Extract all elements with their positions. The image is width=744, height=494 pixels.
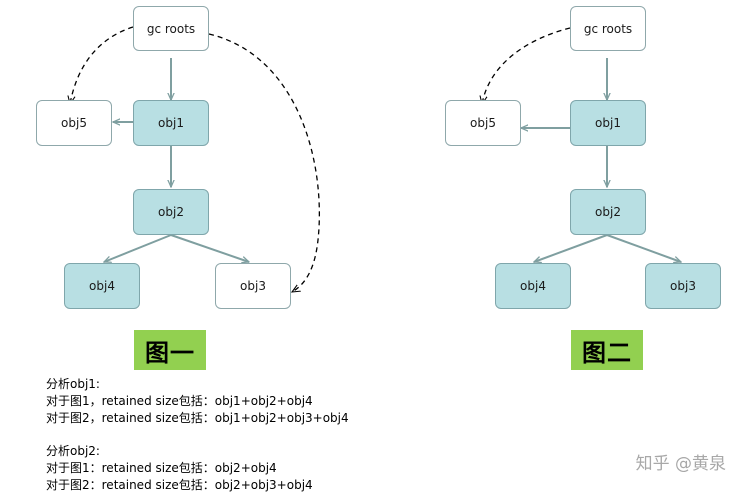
fig1-node-gc-roots: gc roots: [133, 6, 209, 51]
fig1-node-obj4: obj4: [64, 263, 140, 309]
watermark: 知乎 @黄泉: [635, 454, 726, 474]
node-label: obj1: [158, 116, 184, 130]
fig1-dashed-gcroots-obj3: [208, 33, 321, 292]
fig2-caption-text: 图二: [582, 337, 632, 367]
fig1-edge-obj2-obj4: [104, 234, 172, 263]
fig2-node-gc-roots: gc roots: [570, 6, 646, 51]
fig2-edge-obj2-obj4: [534, 234, 608, 262]
node-label: obj2: [595, 205, 621, 219]
analysis-obj1-heading: 分析obj1:: [46, 377, 100, 391]
node-label: gc roots: [146, 21, 196, 36]
fig1-caption-text: 图一: [145, 337, 195, 367]
node-label: gc roots: [583, 21, 633, 36]
fig2-node-obj2: obj2: [570, 189, 646, 235]
node-label: obj3: [670, 279, 696, 293]
analysis-obj2-heading: 分析obj2:: [46, 444, 100, 458]
node-label: obj3: [240, 279, 266, 293]
fig2-node-obj5: obj5: [445, 100, 521, 146]
fig2-node-obj4: obj4: [495, 263, 571, 309]
fig2-dashed-gcroots-obj5: [482, 27, 571, 104]
node-label: obj4: [89, 279, 115, 293]
fig2-node-obj1: obj1: [570, 100, 646, 146]
fig1-node-obj2: obj2: [133, 189, 209, 235]
fig1-edge-obj2-obj3: [170, 234, 249, 262]
node-label: obj5: [470, 116, 496, 130]
analysis-block: 分析obj1: 对于图1，retained size包括：obj1+obj2+o…: [46, 376, 349, 494]
fig2-caption: 图二: [571, 330, 643, 370]
analysis-obj1-fig2: 对于图2，retained size包括：obj1+obj2+obj3+obj4: [46, 411, 349, 425]
analysis-obj2-fig2: 对于图2：retained size包括：obj2+obj3+obj4: [46, 478, 313, 492]
fig1-node-obj1: obj1: [133, 100, 209, 146]
node-label: obj2: [158, 205, 184, 219]
node-label: obj1: [595, 116, 621, 130]
fig1-dashed-gcroots-obj5: [70, 26, 134, 104]
fig2-node-obj3: obj3: [645, 263, 721, 309]
analysis-obj2-fig1: 对于图1：retained size包括：obj2+obj4: [46, 461, 277, 475]
fig1-node-obj3: obj3: [215, 263, 291, 309]
fig2-edge-obj2-obj3: [606, 234, 681, 262]
node-label: obj4: [520, 279, 546, 293]
fig1-node-obj5: obj5: [36, 100, 112, 146]
node-label: obj5: [61, 116, 87, 130]
fig1-caption: 图一: [134, 330, 206, 370]
analysis-obj1-fig1: 对于图1，retained size包括：obj1+obj2+obj4: [46, 394, 313, 408]
